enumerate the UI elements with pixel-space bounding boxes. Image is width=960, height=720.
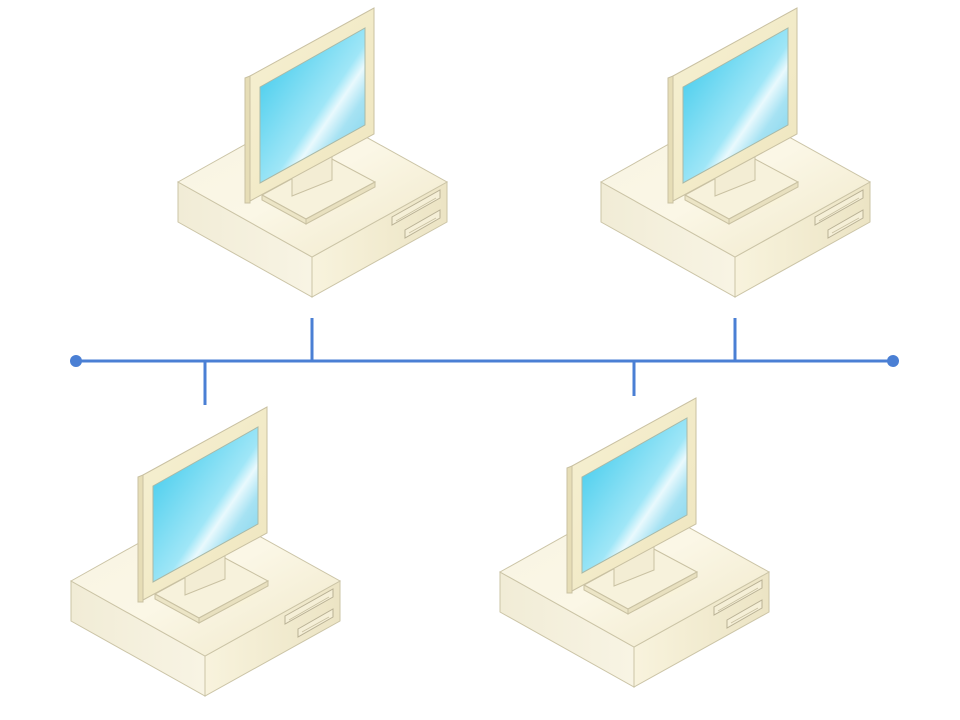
desktop-computer-icon [70,406,341,697]
computer-bottom-left [70,406,341,697]
network-bus [70,318,899,405]
computer-top-left [177,7,448,298]
bus-terminator-right [887,355,899,367]
bus-terminator-left [70,355,82,367]
desktop-computer-icon [499,397,770,688]
computer-top-right [600,7,871,298]
computer-bottom-right [499,397,770,688]
desktop-computer-icon [177,7,448,298]
desktop-computer-icon [600,7,871,298]
